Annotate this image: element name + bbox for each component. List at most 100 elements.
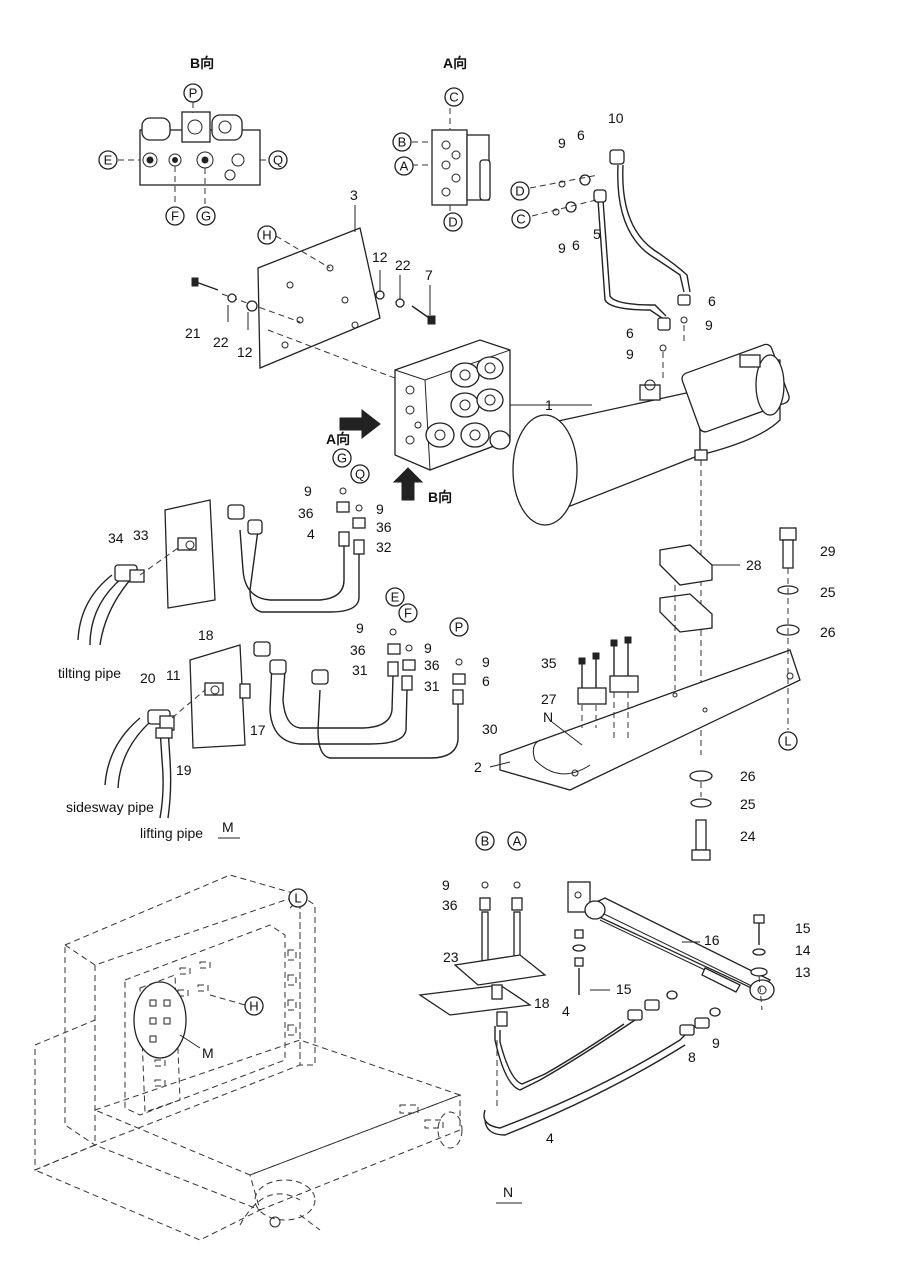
callout-12-left: 12 [237, 344, 253, 360]
plate-18-lower [418, 984, 532, 1016]
callout-2: 2 [474, 759, 482, 775]
callout-24: 24 [740, 828, 756, 844]
callout-21: 21 [185, 325, 201, 341]
plate-18-upper [453, 954, 547, 986]
svg-text:C: C [516, 212, 525, 227]
callout-9-c: 9 [705, 317, 713, 333]
svg-text:G: G [201, 209, 211, 224]
oil-tank [512, 343, 790, 755]
svg-text:E: E [391, 590, 400, 605]
port-f-top: F [165, 206, 185, 226]
callout-16: 16 [704, 932, 720, 948]
callout-31-f: 31 [424, 678, 440, 694]
mounting-plate [257, 205, 381, 369]
bolt-7 [411, 305, 436, 325]
callout-20: 20 [140, 670, 156, 686]
port-g-mid: G [332, 448, 352, 468]
callout-13: 13 [795, 964, 811, 980]
svg-text:P: P [189, 86, 198, 101]
port-p-top: P [183, 83, 203, 103]
port-d-top: D [443, 212, 463, 232]
svg-text:F: F [171, 209, 179, 224]
callout-18-a: 18 [198, 627, 214, 643]
callout-23: 23 [443, 949, 459, 965]
callout-15-left: 15 [616, 981, 632, 997]
port-h-top: H [257, 225, 277, 245]
callout-6-d: 6 [626, 325, 634, 341]
svg-text:P: P [455, 620, 464, 635]
washer-22-right [395, 298, 405, 308]
callout-6-a: 6 [577, 127, 585, 143]
callout-14: 14 [795, 942, 811, 958]
svg-text:B: B [398, 135, 407, 150]
port-a-bottom: A [507, 831, 527, 851]
callout-1: 1 [545, 397, 553, 413]
screws-35 [578, 636, 632, 740]
lifting-pipe-label: lifting pipe [140, 825, 203, 841]
block-28-bottom [659, 593, 713, 633]
bolt-24 [691, 819, 711, 861]
callout-9-e: 9 [356, 620, 364, 636]
svg-text:L: L [784, 734, 791, 749]
callout-m: M [202, 1045, 214, 1061]
callout-4-b: 4 [562, 1003, 570, 1019]
port-f-mid: F [398, 603, 418, 623]
section-m-label: M [222, 819, 234, 835]
callout-6-b: 6 [572, 237, 580, 253]
sidesway-hose-2 [269, 661, 408, 745]
callout-26-top: 26 [820, 624, 836, 640]
svg-text:A: A [513, 834, 522, 849]
port-q-top: Q [268, 150, 288, 170]
callout-35: 35 [541, 655, 557, 671]
callout-8: 8 [688, 1049, 696, 1065]
b-view-detail: B向 [118, 55, 268, 205]
callout-22-right: 22 [395, 257, 411, 273]
detail-m-holes [149, 999, 171, 1043]
b-view-title: B向 [190, 55, 214, 71]
callout-32: 32 [376, 539, 392, 555]
callout-6-p: 6 [482, 673, 490, 689]
svg-text:Q: Q [355, 467, 365, 482]
callout-33: 33 [133, 527, 149, 543]
callout-9-g: 9 [304, 483, 312, 499]
a-view-title: A向 [443, 55, 467, 71]
callout-12-right: 12 [372, 249, 388, 265]
port-q-mid: Q [350, 464, 370, 484]
tilting-bracket [164, 499, 216, 609]
a-arrow-label: A向 [326, 431, 350, 447]
svg-text:B: B [481, 834, 490, 849]
washer-12-right [375, 290, 385, 300]
truck-frame [33, 874, 463, 1241]
svg-text:H: H [249, 999, 258, 1014]
block-27-a [577, 687, 607, 705]
callout-9-d: 9 [626, 346, 634, 362]
callout-10: 10 [608, 110, 624, 126]
lift-cylinder [567, 881, 775, 1001]
base-plate [499, 649, 801, 791]
port-a-top: A [394, 156, 414, 176]
hose-4-upper [494, 1019, 636, 1091]
callout-36-b-bottom: 36 [442, 897, 458, 913]
callout-36-g: 36 [298, 505, 314, 521]
bolt-29 [779, 527, 797, 569]
callout-36-q: 36 [376, 519, 392, 535]
callout-27: 27 [541, 691, 557, 707]
svg-text:D: D [448, 215, 457, 230]
port-c-top: C [444, 87, 464, 107]
sidesway-hose-1 [282, 669, 394, 729]
callout-30: 30 [482, 721, 498, 737]
tilting-hose-1 [239, 529, 345, 601]
port-b-bottom: B [475, 831, 495, 851]
callout-36-e: 36 [350, 642, 366, 658]
svg-text:F: F [404, 606, 412, 621]
port-b-top: B [392, 132, 412, 152]
pin-15-right [753, 914, 765, 945]
port-d-right: D [510, 181, 530, 201]
svg-text:C: C [449, 90, 458, 105]
fitting-upper [627, 1009, 643, 1021]
section-n-label: N [503, 1184, 513, 1200]
callout-9-a: 9 [558, 135, 566, 151]
callout-31-e: 31 [352, 662, 368, 678]
callout-3: 3 [350, 187, 358, 203]
callout-28: 28 [746, 557, 762, 573]
